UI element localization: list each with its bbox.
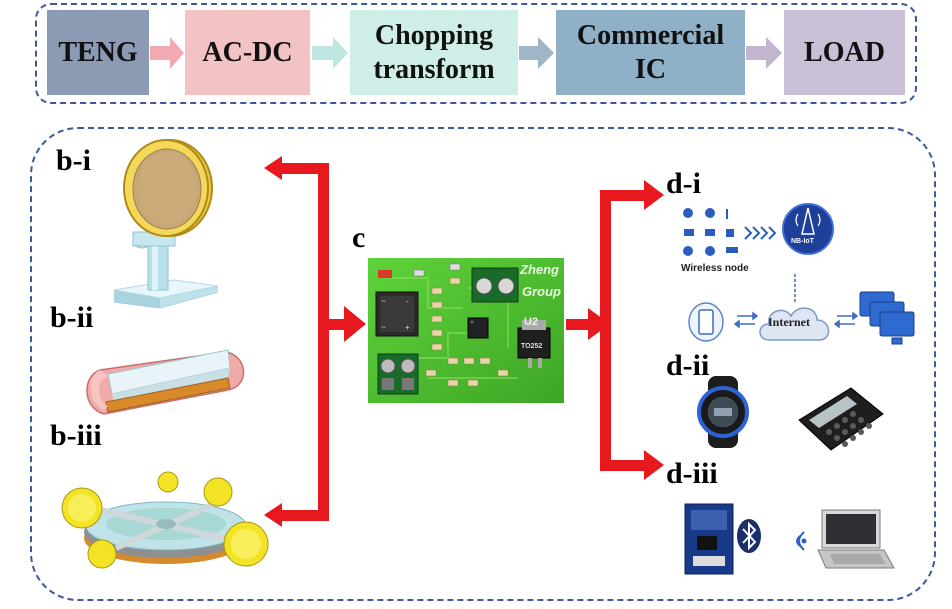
phone-icon [688, 302, 724, 342]
wifi-waves-icon [796, 531, 807, 551]
bidirectional-arrows-right [833, 311, 859, 329]
pcb-brand-line2: Group [522, 284, 561, 299]
pcb-brand-line1: Zheng [520, 262, 559, 277]
internet-label: Internet [768, 315, 810, 329]
wireless-node-caption: Wireless node [681, 263, 749, 274]
stage-teng: TENG [47, 10, 149, 95]
nbiot-tower-icon [782, 203, 834, 255]
svg-text:~: ~ [381, 323, 386, 332]
stage-chopping-transform: Chopping transform [350, 10, 518, 95]
pipeline-arrows [150, 37, 782, 69]
pipeline-arrow-1 [150, 37, 184, 69]
internet-cloud-icon [759, 274, 830, 341]
svg-text:+: + [405, 323, 410, 332]
bidirectional-arrows-left [733, 311, 759, 329]
wind-teng-illustration [61, 471, 269, 569]
svg-text:~: ~ [381, 297, 386, 306]
stage-commercial-ic: Commercial IC [556, 10, 745, 95]
pipeline-frame [35, 3, 917, 104]
label-b-iii: b-iii [50, 419, 102, 452]
disk-teng-illustration [113, 139, 219, 309]
monitors-icon [859, 291, 915, 345]
wireless-node-icons [683, 208, 738, 256]
label-b-ii: b-ii [50, 301, 94, 334]
pipeline-arrow-4 [746, 37, 782, 69]
bluetooth-icon [737, 519, 761, 553]
stage-ac-dc: AC-DC [185, 10, 310, 95]
systems-frame [30, 127, 936, 601]
label-d-i: d-i [666, 167, 702, 200]
stage-load: LOAD [784, 10, 905, 95]
label-c: c [352, 221, 366, 254]
calculator-icon [798, 387, 884, 451]
label-d-ii: d-ii [666, 349, 710, 382]
pcb-package-label: TO252 [521, 343, 543, 350]
sheet-teng-illustration [86, 349, 245, 415]
label-d-iii: d-iii [666, 457, 718, 490]
nbiot-label: NB-IoT [791, 238, 814, 245]
watch-icon [697, 376, 749, 448]
pipeline-arrow-2 [312, 37, 348, 69]
pipeline-arrow-3 [519, 37, 554, 69]
label-b-i: b-i [56, 144, 92, 177]
laptop-icon [817, 509, 895, 569]
bluetooth-board-icon [684, 503, 734, 575]
signal-chevrons [744, 226, 777, 240]
pcb-ref-u2: U2 [524, 316, 539, 328]
svg-text:-: - [406, 297, 409, 306]
pcb-board: ~ - ~ + [368, 258, 564, 403]
